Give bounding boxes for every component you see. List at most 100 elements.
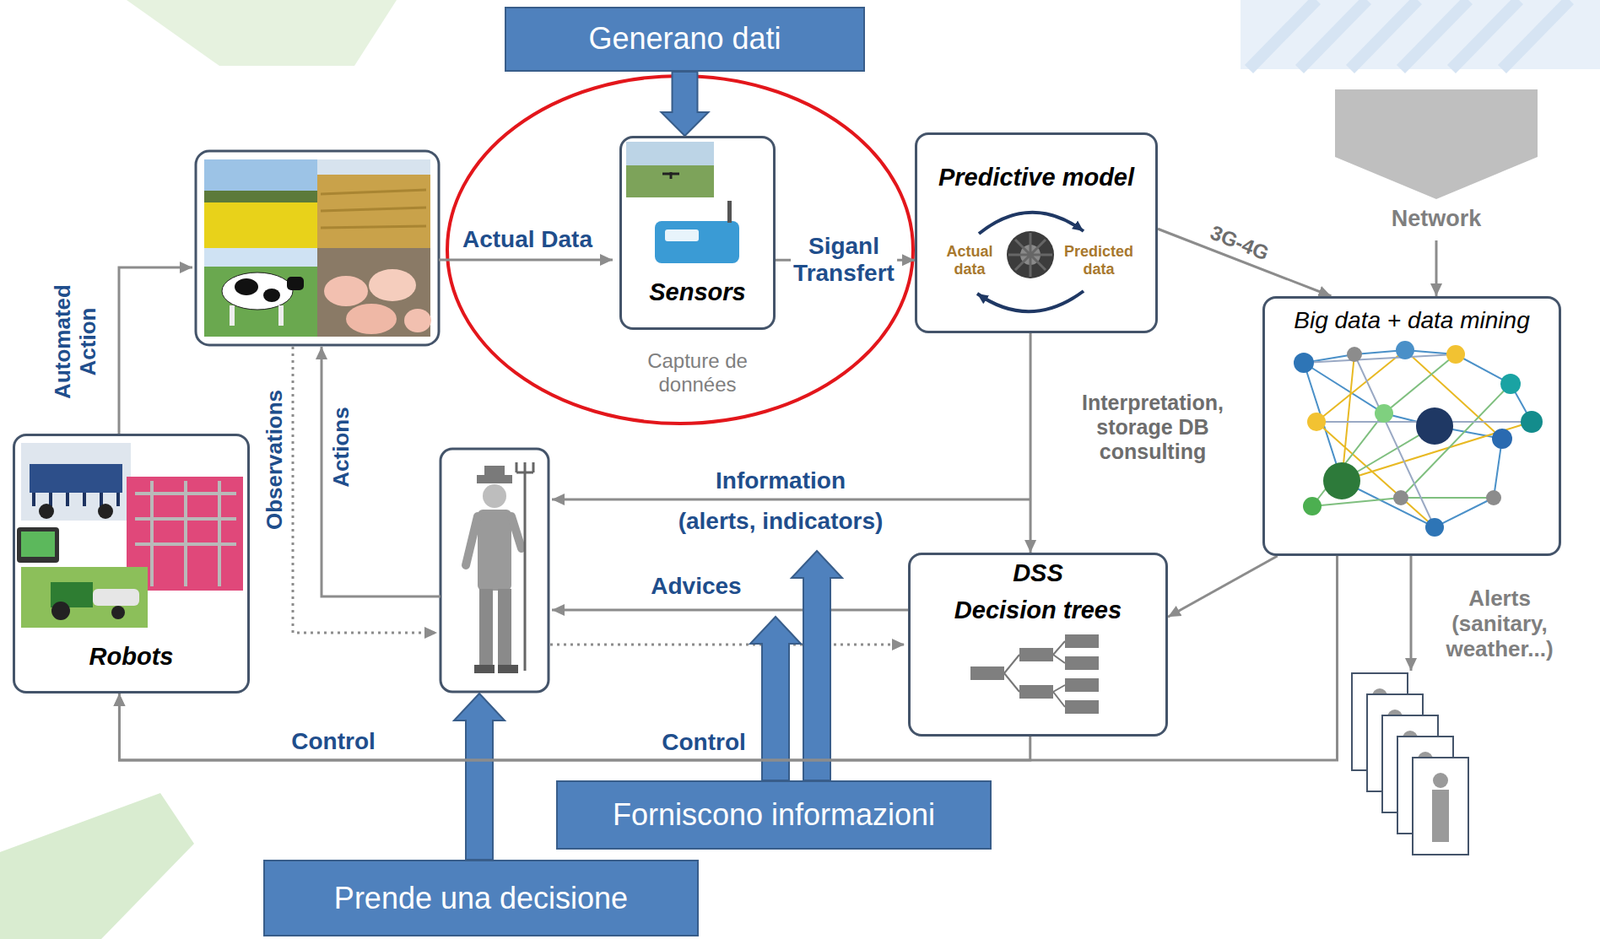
model-wheel [1008, 232, 1053, 277]
bigdata-graph [1303, 350, 1532, 528]
flow-lines [292, 346, 438, 633]
robot-pictures [135, 481, 237, 587]
callout-box: Prende una decisione [263, 859, 699, 937]
dss-tree [1064, 634, 1099, 649]
bigdata-graph [1500, 373, 1521, 395]
callout-arrows [791, 551, 843, 781]
farmer-box [482, 484, 507, 509]
connector-line [1435, 240, 1438, 297]
background-decoration [1248, 0, 1570, 70]
sensors-picture [654, 221, 740, 264]
bigdata-graph [1446, 345, 1465, 364]
farm-box [368, 269, 417, 302]
robot-pictures [92, 589, 140, 606]
bigdata-graph [1316, 350, 1532, 528]
model-box: Predictive modelActual dataPredicted dat… [914, 132, 1158, 334]
flow-lines [1410, 556, 1413, 671]
robot-pictures [97, 503, 114, 519]
connector-line [1167, 556, 1278, 617]
flow-label: Actions [329, 404, 355, 490]
network-shape: Network [1335, 89, 1538, 241]
farm-box [404, 308, 432, 333]
node-text: Big data + data mining [1293, 307, 1530, 335]
node-text: Generano dati [588, 21, 781, 56]
bigdata-graph [1374, 404, 1394, 423]
dss-box: DSSDecision trees [908, 552, 1168, 737]
farm-box [195, 151, 439, 346]
farm-box [204, 190, 318, 203]
block-arrow [661, 71, 709, 136]
farmer-box [479, 589, 493, 667]
farm-box [263, 288, 281, 303]
node-text: Predicted data [1064, 243, 1134, 278]
farmer-box [440, 448, 549, 692]
farm-box [204, 248, 318, 337]
robot-pictures [51, 601, 71, 621]
background-decoration [0, 793, 195, 939]
farmer-box [516, 462, 534, 671]
farm-box [317, 159, 431, 175]
node-text: Network [1391, 205, 1482, 233]
flow-label: Information [713, 467, 849, 495]
bigdata-graph [1262, 296, 1562, 557]
flow-lines [118, 259, 1411, 671]
bigdata-graph [1312, 354, 1511, 507]
bigdata-graph [1293, 352, 1314, 373]
dss-tree [1019, 648, 1054, 662]
model-wheel [978, 212, 1084, 234]
farmer-box [474, 664, 495, 674]
robot-pictures [16, 443, 244, 628]
farm-box [204, 202, 318, 249]
farmer-stack [1412, 757, 1469, 855]
robot-pictures [111, 605, 125, 620]
robot-pictures [21, 567, 148, 628]
dss-tree [1004, 641, 1065, 708]
node-text: Prende una decisione [334, 881, 628, 916]
flow-lines [321, 346, 441, 597]
farmer-box [484, 465, 505, 478]
bigdata-graph [1416, 407, 1454, 445]
dss-tree [1064, 700, 1099, 714]
farmer-stack [1412, 757, 1469, 855]
callout-arrows [750, 616, 801, 781]
bigdata-graph [1393, 490, 1409, 506]
flow-lines [551, 609, 909, 612]
farm-box [204, 159, 318, 249]
node-text: Sensors [648, 278, 746, 307]
flow-lines [551, 498, 1031, 502]
sensors-picture [727, 200, 732, 223]
farm-box [204, 248, 318, 267]
farm-box [320, 189, 427, 228]
background-decoration [1240, 0, 1600, 70]
farm-box [317, 159, 431, 249]
node-text: DSS [1012, 559, 1064, 588]
node-text: Forniscono informazioni [612, 797, 936, 833]
sensors-picture [626, 141, 714, 198]
bigdata-graph [1302, 497, 1322, 516]
edge-label: Siganl Transfert [790, 232, 898, 287]
robot-pictures [29, 464, 123, 493]
bigdata-graph [1303, 354, 1532, 528]
dss-tree [1019, 685, 1054, 699]
farm-box [324, 275, 368, 307]
model-wheel [977, 291, 1084, 312]
robot-pictures [21, 531, 55, 557]
flow-lines [118, 267, 193, 434]
dss-tree [1064, 656, 1099, 671]
farmer-box [497, 664, 519, 674]
background-decoration [126, 0, 397, 66]
node-text: Robots [89, 643, 174, 671]
flow-label: Observations [262, 387, 288, 533]
sensors-picture [662, 172, 680, 179]
farmer-box [440, 448, 549, 692]
connector-line [118, 693, 1030, 761]
network-pentagon [1335, 89, 1538, 200]
robot-pictures [38, 503, 55, 519]
edge-label: 3G-4G [1205, 220, 1276, 267]
sensors-picture [626, 141, 740, 264]
callout-arrows [454, 693, 505, 860]
robots-box: Robots [12, 433, 250, 694]
flow-label: Automated Action [50, 281, 102, 402]
callout-box: Generano dati [504, 6, 865, 72]
farm-box [278, 305, 284, 326]
